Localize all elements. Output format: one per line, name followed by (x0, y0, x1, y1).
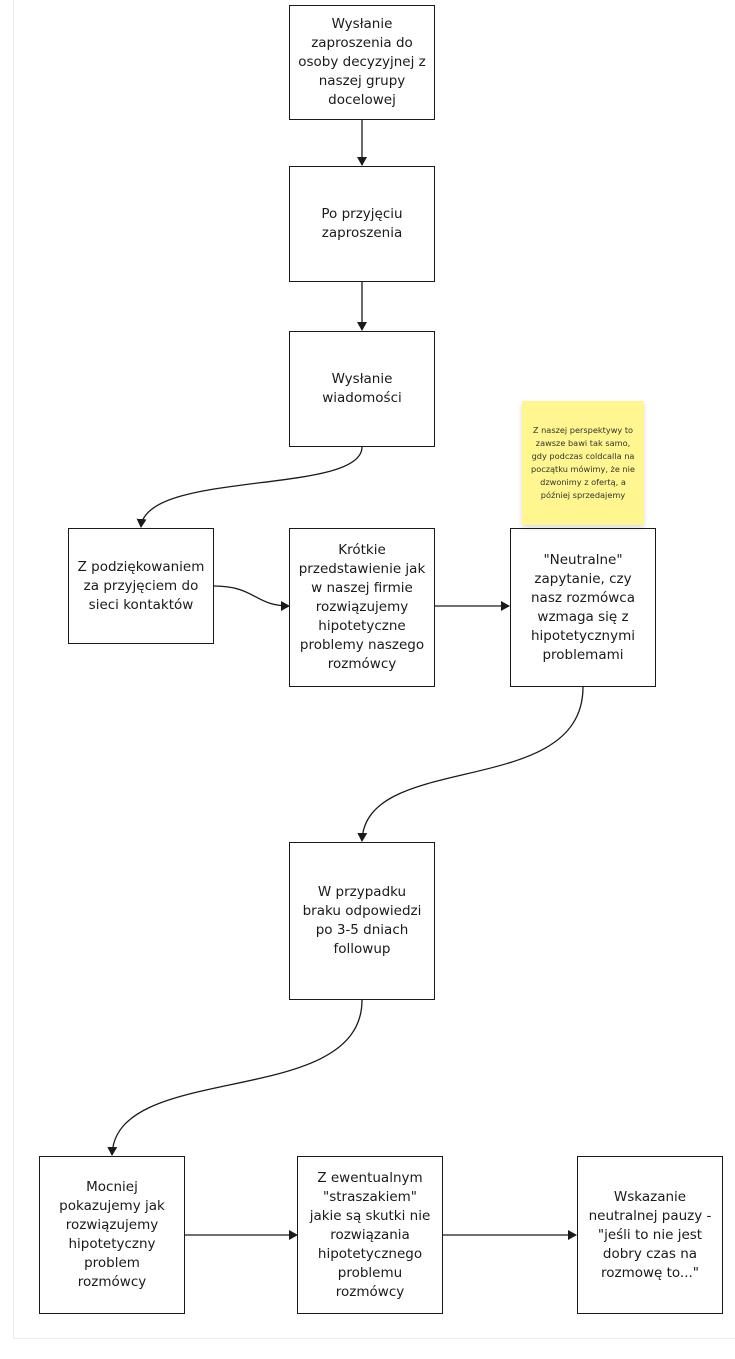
connector-n6-n7[interactable] (357, 686, 584, 842)
canvas-left-edge (13, 0, 14, 1338)
canvas-bottom-edge (13, 1338, 735, 1339)
flow-node-stronger-solution[interactable]: Mocniej pokazujemy jak rozwiązujemy hipo… (39, 1156, 185, 1314)
flow-node-text: W przypadku braku odpowiedzi po 3-5 dnia… (302, 884, 422, 957)
connector-n4-n5[interactable] (213, 585, 290, 611)
flow-node-text: Wskazanie neutralnej pauzy - "jeśli to n… (588, 1188, 712, 1281)
flow-node-text: Krótkie przedstawienie jak w naszej firm… (298, 542, 426, 672)
flow-node-text: Po przyjęciu zaproszenia (321, 206, 403, 241)
flow-node-thank-you[interactable]: Z podziękowaniem za przyjęciem do sieci … (68, 528, 214, 644)
flow-node-text: Mocniej pokazujemy jak rozwiązujemy hipo… (59, 1179, 165, 1290)
connector-n7-n8[interactable] (107, 999, 363, 1156)
flow-node-followup[interactable]: W przypadku braku odpowiedzi po 3-5 dnia… (289, 842, 435, 1000)
flow-node-text: "Neutralne" zapytanie, czy nasz rozmówca… (531, 551, 635, 663)
flow-node-text: Wysłanie zaproszenia do osoby decyzyjnej… (298, 16, 426, 108)
flow-node-consequences[interactable]: Z ewentualnym "straszakiem" jakie są sku… (297, 1156, 443, 1314)
flow-node-short-introduction[interactable]: Krótkie przedstawienie jak w naszej firm… (289, 528, 435, 687)
flow-node-neutral-pause[interactable]: Wskazanie neutralnej pauzy - "jeśli to n… (577, 1156, 723, 1314)
flow-node-text: Wysłanie wiadomości (322, 371, 402, 406)
flow-node-send-message[interactable]: Wysłanie wiadomości (289, 331, 435, 447)
flow-node-invitation-accepted[interactable]: Po przyjęciu zaproszenia (289, 166, 435, 282)
flow-node-neutral-question[interactable]: "Neutralne" zapytanie, czy nasz rozmówca… (510, 528, 656, 687)
sticky-note-text: Z naszej perspektywy to zawsze bawi tak … (531, 425, 635, 500)
flow-node-text: Z podziękowaniem za przyjęciem do sieci … (77, 558, 205, 613)
connector-n3-n4[interactable] (136, 446, 363, 528)
sticky-note[interactable]: Z naszej perspektywy to zawsze bawi tak … (522, 401, 644, 525)
flow-node-send-invitation[interactable]: Wysłanie zaproszenia do osoby decyzyjnej… (289, 5, 435, 120)
flow-node-text: Z ewentualnym "straszakiem" jakie są sku… (309, 1169, 431, 1300)
